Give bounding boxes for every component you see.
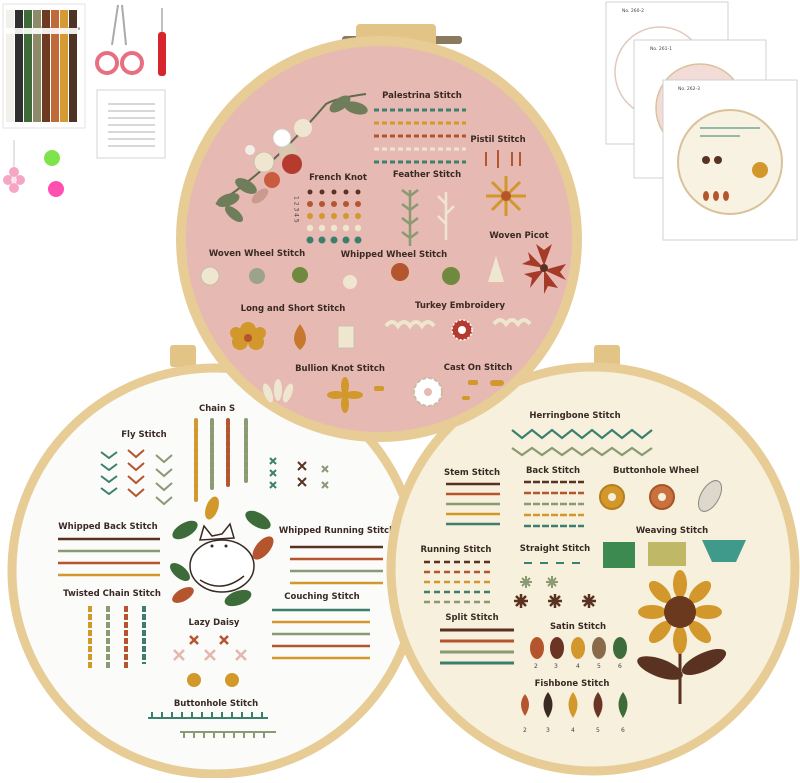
label-woven-picot: Woven Picot <box>489 231 548 241</box>
split-stitch-sample <box>440 628 514 665</box>
straight-stitch-sample <box>514 562 596 608</box>
twisted-chain-sample <box>88 606 146 670</box>
cream-hoop-clasp <box>594 345 620 367</box>
pink-pompom-icon <box>48 181 64 197</box>
herringbone-sample <box>511 428 653 457</box>
french-knot-sample <box>306 189 362 244</box>
pink-flower-threader-icon <box>3 140 25 193</box>
lazy-daisy-sample <box>173 635 247 687</box>
label-back-stitch: Back Stitch <box>526 466 580 476</box>
label-turkey-embroidery: Turkey Embroidery <box>415 301 506 311</box>
svg-text:No. 260-2: No. 260-2 <box>622 8 644 14</box>
buttonhole-sample <box>148 712 276 738</box>
label-twisted-chain-stitch: Twisted Chain Stitch <box>63 589 161 599</box>
svg-text:4: 4 <box>571 727 575 734</box>
stem-stitch-sample <box>446 482 500 526</box>
pattern-sheet-3: No. 262-3 <box>662 79 798 241</box>
couching-sample <box>272 608 370 660</box>
chain-stitch-sample <box>194 418 248 502</box>
label-long-short-stitch: Long and Short Stitch <box>241 304 346 314</box>
svg-text:5: 5 <box>597 663 601 670</box>
weaving-stitch-sample <box>603 540 746 568</box>
green-pompom-icon <box>44 150 60 166</box>
woven-wheel-sample <box>200 266 308 286</box>
floss-card: Embroidery twine colour palette <box>2 3 86 129</box>
label-woven-wheel-stitch: Woven Wheel Stitch <box>209 249 305 259</box>
running-stitch-sample <box>424 560 492 604</box>
label-split-stitch: Split Stitch <box>445 613 498 623</box>
woven-picot-sample <box>488 244 566 294</box>
label-running-stitch: Running Stitch <box>421 545 492 555</box>
fishbone-stitch-sample <box>521 692 628 718</box>
label-french-knot: French Knot <box>309 173 367 183</box>
svg-text:No. 261-1: No. 261-1 <box>650 46 672 52</box>
white-hoop-clasp <box>170 345 196 367</box>
label-weaving-stitch: Weaving Stitch <box>636 526 708 536</box>
accessories-group: Embroidery twine colour palette <box>2 3 166 197</box>
fly-stitch-sample <box>100 449 173 506</box>
cream-hoop: Herringbone Stitch Stem Stitch Back Stit… <box>386 345 800 776</box>
satin-numbers: 2 3 4 5 6 <box>534 663 622 670</box>
turkey-embroidery-sample <box>384 318 532 341</box>
label-whipped-back-stitch: Whipped Back Stitch <box>58 522 157 532</box>
whipped-back-sample <box>58 537 160 577</box>
svg-text:3: 3 <box>546 727 550 734</box>
floss-skeins <box>6 10 78 122</box>
cast-on-sample <box>413 377 504 407</box>
svg-text:4: 4 <box>576 663 580 670</box>
svg-text:2: 2 <box>523 727 527 734</box>
label-satin-stitch: Satin Stitch <box>550 622 606 632</box>
label-buttonhole-wheel: Buttonhole Wheel <box>613 466 699 476</box>
label-straight-stitch: Straight Stitch <box>520 544 590 554</box>
label-palestrina-stitch: Palestrina Stitch <box>382 91 462 101</box>
svg-text:6: 6 <box>618 663 622 670</box>
scissors-icon <box>95 4 144 75</box>
label-fly-stitch: Fly Stitch <box>121 430 166 440</box>
fox-motif <box>170 496 274 607</box>
pistil-sample <box>485 150 521 168</box>
satin-stitch-sample <box>530 637 627 659</box>
label-bullion-knot-stitch: Bullion Knot Stitch <box>295 364 385 374</box>
crossed-stitch-sample <box>269 457 329 489</box>
bullion-knot-sample <box>262 377 384 413</box>
svg-text:6: 6 <box>621 727 625 734</box>
label-pistil-stitch: Pistil Stitch <box>470 135 525 145</box>
pistil-flower-sample <box>486 176 526 216</box>
svg-text:3: 3 <box>554 663 558 670</box>
feather-stitch-sample <box>401 189 455 246</box>
whipped-wheel-sample <box>343 263 460 289</box>
svg-text:2: 2 <box>534 663 538 670</box>
label-cast-on-stitch: Cast On Stitch <box>444 363 513 373</box>
palestrina-sample <box>374 108 466 164</box>
label-buttonhole-stitch: Buttonhole Stitch <box>174 699 258 709</box>
sunflower-motif <box>637 570 727 704</box>
label-whipped-wheel-stitch: Whipped Wheel Stitch <box>341 250 447 260</box>
buttonhole-wheel-sample <box>599 480 723 512</box>
label-fishbone-stitch: Fishbone Stitch <box>535 679 610 689</box>
pink-hoop: Palestrina Stitch Pistil Stitch French K… <box>176 24 582 442</box>
label-chain-stitch: Chain S <box>199 404 235 414</box>
label-feather-stitch: Feather Stitch <box>393 170 461 180</box>
back-stitch-sample <box>524 480 584 528</box>
label-stem-stitch: Stem Stitch <box>444 468 500 478</box>
long-short-sample <box>230 322 355 350</box>
needle-card <box>96 89 166 159</box>
seam-ripper-icon <box>158 8 166 76</box>
label-couching-stitch: Couching Stitch <box>284 592 359 602</box>
whipped-running-sample <box>290 545 383 585</box>
svg-text:No. 262-3: No. 262-3 <box>678 86 700 92</box>
floral-spray-motif <box>215 93 368 223</box>
label-lazy-daisy: Lazy Daisy <box>189 618 240 628</box>
fishbone-numbers: 2 3 4 5 6 <box>523 727 625 734</box>
label-whipped-running-stitch: Whipped Running Stitch <box>279 526 395 536</box>
label-herringbone-stitch: Herringbone Stitch <box>529 411 620 421</box>
french-knot-row-numbers: 1 2 3 4 5 <box>293 196 300 223</box>
svg-text:5: 5 <box>596 727 600 734</box>
pattern-sheets: No. 260-2 No. 261-1 No. 262-3 <box>605 1 798 241</box>
